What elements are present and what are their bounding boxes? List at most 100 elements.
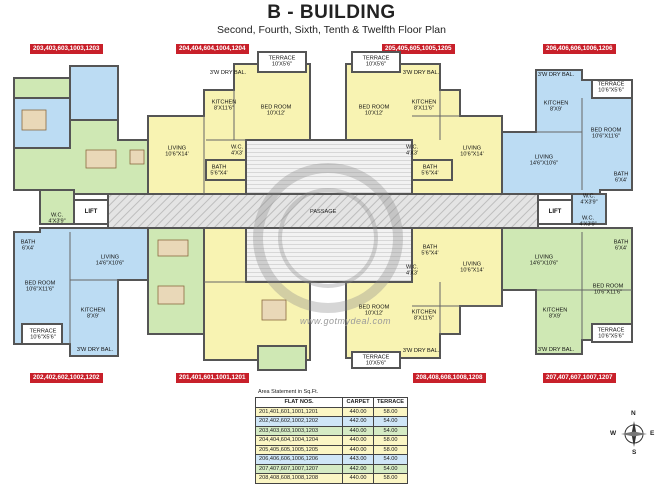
flat-202-terrace: [21, 323, 63, 345]
flat-208-terrace: [351, 351, 401, 369]
area-cell-carpet: 440.00: [342, 444, 374, 455]
lift-left-label: LIFT: [84, 208, 98, 215]
room-206-wc: W.C.4'X3'9": [580, 193, 598, 206]
flat-label-top-mid-left: 204,404,604,1004,1204: [176, 44, 249, 54]
room-207-wc: W.C.4'X3'9": [579, 215, 597, 228]
area-header-carpet: CARPET: [342, 397, 374, 408]
room-207-drybal: 3'W DRY BAL.: [537, 346, 575, 353]
area-cell-carpet: 440.00: [342, 435, 374, 446]
area-cell-terrace: 54.00: [372, 463, 409, 474]
area-cell-flat: 204,404,604,1004,1204: [255, 435, 343, 446]
area-header-flat: FLAT NOS.: [255, 397, 343, 408]
area-cell-terrace: 54.00: [372, 425, 409, 436]
flat-207-terrace: [591, 323, 633, 343]
room-203-wc: W.C.4'X3'9": [48, 212, 66, 225]
flat-206-terrace: [591, 79, 633, 99]
compass-n: N: [631, 410, 636, 417]
area-table-header-row: FLAT NOS. CARPET TERRACE: [255, 397, 409, 408]
flat-206-wc: [571, 193, 607, 225]
flat-207-floor: [501, 227, 633, 355]
flat-label-bottom-mid-left: 201,401,601,1001,1201: [176, 373, 249, 383]
flat-label-top-far-left: 203,403,603,1003,1203: [30, 44, 103, 54]
compass: N S E W: [610, 410, 656, 456]
area-cell-flat: 207,407,607,1007,1207: [255, 463, 343, 474]
flat-205-bath: [411, 159, 453, 181]
area-cell-carpet: 440.00: [342, 425, 374, 436]
watermark-seal: [253, 163, 403, 313]
flat-label-bottom-far-left: 202,402,602,1002,1202: [30, 373, 103, 383]
lift-right-label: LIFT: [548, 208, 562, 215]
flat-label-bottom-mid-right: 208,408,608,1008,1208: [413, 373, 486, 383]
flat-205-floor: [345, 63, 503, 195]
area-cell-carpet: 443.00: [342, 454, 374, 465]
flat-205-terrace: [351, 51, 401, 73]
room-205-wc: W.C.4'X3': [405, 144, 419, 157]
compass-s: S: [632, 449, 637, 456]
room-208-drybal: 3'W DRY BAL.: [402, 347, 440, 354]
area-cell-terrace: 58.00: [372, 435, 409, 446]
area-cell-terrace: 54.00: [372, 416, 409, 427]
area-cell-terrace: 58.00: [372, 406, 409, 417]
room-208-wc: W.C.4'X3': [405, 264, 419, 277]
flat-204-floor: [147, 63, 311, 195]
stair-bottom: [245, 227, 413, 283]
flat-203-wc: [39, 189, 75, 225]
flat-label-top-mid-right: 205,405,605,1005,1205: [382, 44, 455, 54]
area-cell-flat: 208,408,608,1008,1208: [255, 473, 343, 484]
area-cell-flat: 202,402,602,1002,1202: [255, 416, 343, 427]
flat-label-top-far-right: 206,406,606,1006,1206: [543, 44, 616, 54]
area-cell-flat: 203,403,603,1003,1203: [255, 425, 343, 436]
area-cell-terrace: 58.00: [372, 444, 409, 455]
area-cell-carpet: 440.00: [342, 406, 374, 417]
compass-e: E: [650, 430, 655, 437]
flat-label-bottom-far-right: 207,407,607,1007,1207: [543, 373, 616, 383]
area-header-terrace: TERRACE: [372, 397, 409, 408]
area-statement-table: FLAT NOS. CARPET TERRACE 201,401,601,100…: [255, 397, 409, 484]
room-204-drybal: 3'W DRY BAL.: [209, 69, 247, 76]
compass-w: W: [610, 430, 617, 437]
room-204-wc: W.C.4'X3': [230, 144, 244, 157]
area-cell-flat: 206,406,606,1006,1206: [255, 454, 343, 465]
page-subtitle: Second, Fourth, Sixth, Tenth & Twelfth F…: [217, 24, 446, 36]
room-206-drybal: 3'W DRY BAL.: [537, 71, 575, 78]
passage-label: PASSAGE: [310, 209, 337, 215]
flat-203-balcony: [69, 65, 119, 121]
room-205-drybal: 3'W DRY BAL.: [402, 69, 440, 76]
watermark-text: www.gotmydeal.com: [300, 316, 392, 326]
page-title: B - BUILDING: [267, 2, 396, 23]
area-cell-flat: 201,401,601,1001,1201: [255, 406, 343, 417]
area-cell-terrace: 58.00: [372, 473, 409, 484]
flat-204-bath: [205, 159, 247, 181]
area-statement-caption: Area Statement in Sq.Ft.: [258, 389, 319, 395]
compass-rose-icon: [621, 421, 647, 447]
